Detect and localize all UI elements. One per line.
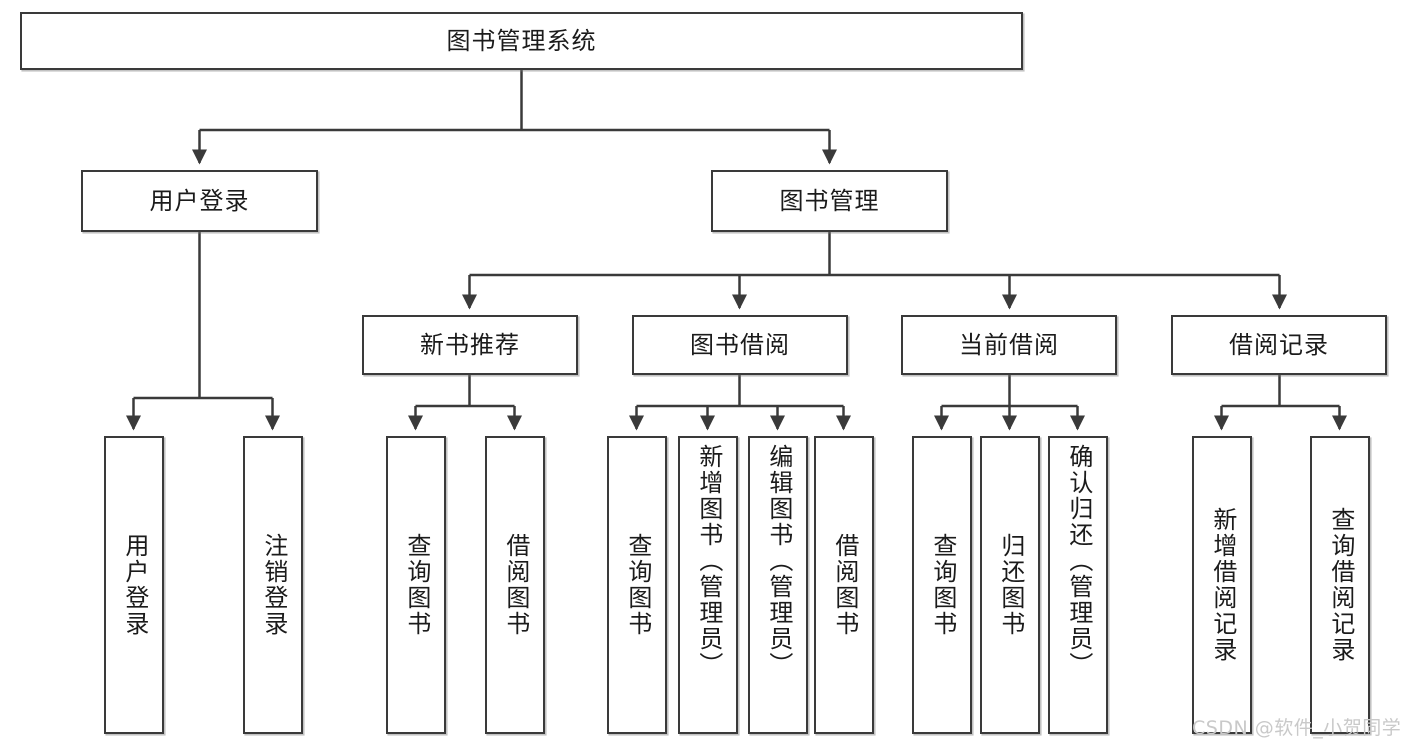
node-leaf-query-book-borrow[interactable]: 查询图书	[607, 436, 667, 734]
node-leaf-confirm-return-admin[interactable]: 确认归还（管理员）	[1048, 436, 1108, 734]
node-leaf-borrow-book-recommend[interactable]: 借阅图书	[485, 436, 545, 734]
csdn-watermark: CSDN @软件_小贺同学	[1192, 717, 1402, 739]
node-label: 图书管理系统	[446, 26, 597, 55]
node-leaf-borrow-book-borrow[interactable]: 借阅图书	[814, 436, 874, 734]
node-root-book-management-system[interactable]: 图书管理系统	[20, 12, 1023, 70]
node-leaf-return-book[interactable]: 归还图书	[980, 436, 1040, 734]
node-label: 编辑图书（管理员）	[764, 444, 793, 678]
node-label: 图书借阅	[690, 330, 790, 359]
node-label: 查询借阅记录	[1326, 507, 1355, 663]
node-leaf-query-book-current[interactable]: 查询图书	[912, 436, 972, 734]
node-borrow-record[interactable]: 借阅记录	[1171, 315, 1387, 375]
node-label: 查询图书	[402, 533, 431, 637]
node-label: 查询图书	[928, 533, 957, 637]
node-leaf-user-logout[interactable]: 注销登录	[243, 436, 303, 734]
node-user-login[interactable]: 用户登录	[81, 170, 318, 232]
node-leaf-query-book-recommend[interactable]: 查询图书	[386, 436, 446, 734]
node-label: 归还图书	[996, 533, 1025, 637]
node-label: 图书管理	[779, 186, 880, 215]
node-label: 新增图书（管理员）	[694, 444, 723, 678]
node-label: 确认归还（管理员）	[1064, 444, 1093, 678]
node-book-borrow[interactable]: 图书借阅	[632, 315, 848, 375]
node-label: 查询图书	[623, 533, 652, 637]
node-label: 借阅图书	[830, 533, 859, 637]
node-leaf-add-borrow-record[interactable]: 新增借阅记录	[1192, 436, 1252, 734]
node-label: 借阅记录	[1229, 330, 1329, 359]
node-label: 借阅图书	[501, 533, 530, 637]
node-label: 当前借阅	[959, 330, 1059, 359]
node-label: 注销登录	[259, 533, 288, 637]
node-leaf-add-book-admin[interactable]: 新增图书（管理员）	[678, 436, 738, 734]
node-label: 新增借阅记录	[1208, 507, 1237, 663]
node-label: 用户登录	[149, 186, 250, 215]
node-book-manage[interactable]: 图书管理	[711, 170, 948, 232]
node-current-borrow[interactable]: 当前借阅	[901, 315, 1117, 375]
node-label: 用户登录	[120, 533, 149, 637]
node-new-book-recommend[interactable]: 新书推荐	[362, 315, 578, 375]
node-leaf-user-login[interactable]: 用户登录	[104, 436, 164, 734]
node-leaf-query-borrow-record[interactable]: 查询借阅记录	[1310, 436, 1370, 734]
node-leaf-edit-book-admin[interactable]: 编辑图书（管理员）	[748, 436, 808, 734]
node-label: 新书推荐	[420, 330, 520, 359]
